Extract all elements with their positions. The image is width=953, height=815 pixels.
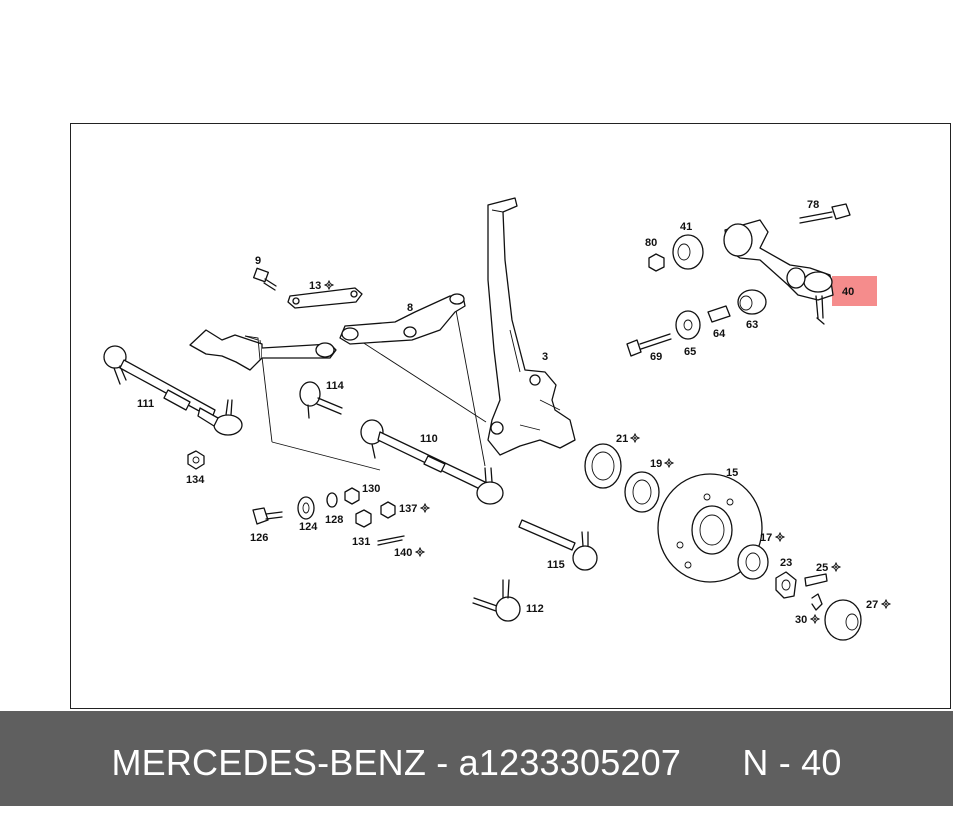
label-30: 30 [795,614,807,626]
plate[interactable] [287,287,363,309]
pinwheel-star-icon [420,503,430,513]
label-63: 63 [746,319,758,331]
footer-bar [0,711,953,806]
label-110: 110 [420,433,438,445]
label-69: 69 [650,351,662,363]
label-111: 111 [137,398,154,410]
steering-arm[interactable] [339,293,466,345]
steering-knuckle[interactable] [487,197,576,456]
label-3: 3 [542,351,548,363]
label-126: 126 [250,532,268,544]
footer-part-number: a1233305207 [458,742,682,783]
hub-cap-27[interactable] [824,599,862,641]
label-78: 78 [807,199,819,211]
label-15: 15 [726,467,738,479]
wheel-hub-15[interactable] [657,473,763,583]
pinwheel-star-icon [775,532,785,542]
label-134: 134 [186,474,205,486]
small-hardware[interactable] [252,487,405,546]
bushing-63[interactable] [737,289,767,315]
tie-rod-110[interactable] [360,419,504,505]
label-137: 137 [399,503,417,515]
pinwheel-star-icon [810,614,820,624]
label-115: 115 [547,559,565,571]
pinwheel-star-icon [415,547,425,557]
label-25: 25 [816,562,828,574]
footer-caption: MERCEDES-BENZ - a1233305207 N - 40 [0,711,953,806]
label-124: 124 [299,521,318,533]
footer-gap [681,742,742,783]
label-40: 40 [842,286,854,298]
callout-labels: 9 13 8 3 111 114 110 134 130 137 126 124… [137,199,891,626]
label-131: 131 [352,536,370,548]
label-130: 130 [362,483,380,495]
label-8: 8 [407,302,413,314]
control-arm-40[interactable] [723,219,834,325]
idler-arm[interactable] [189,329,337,371]
highlight-box[interactable] [832,276,877,306]
label-41: 41 [680,221,692,233]
label-13: 13 [309,280,321,292]
footer-position: N - 40 [742,742,842,783]
bearing-17[interactable] [737,544,769,580]
ball-joint-112[interactable] [472,579,521,622]
bushing-41[interactable] [672,234,704,270]
clip-30[interactable] [811,593,823,611]
label-9: 9 [255,255,261,267]
bearing-19[interactable] [624,471,660,513]
footer-brand: MERCEDES-BENZ [111,742,427,783]
footer-separator: - [426,742,459,783]
clamp-nut-23[interactable] [775,571,797,599]
parts-diagram: 9 13 8 3 111 114 110 134 130 137 126 124… [103,197,891,641]
label-17: 17 [760,532,772,544]
label-21: 21 [616,433,628,445]
label-64: 64 [713,328,726,340]
screw-25[interactable] [804,573,828,587]
washer-65[interactable] [675,310,701,340]
tie-rod-111[interactable] [103,345,243,436]
ball-joint-115[interactable] [518,519,598,571]
pinwheel-star-icon [881,599,891,609]
bolt-9[interactable] [253,267,277,291]
label-23: 23 [780,557,792,569]
label-80: 80 [645,237,657,249]
ball-joint-114[interactable] [299,381,343,419]
nut-134[interactable] [187,450,205,470]
pinwheel-star-icon [664,458,674,468]
label-114: 114 [326,380,345,392]
pinwheel-star-icon [831,562,841,572]
nut-80[interactable] [648,253,665,272]
label-140: 140 [394,547,412,559]
bolt-78[interactable] [799,203,851,224]
label-27: 27 [866,599,878,611]
label-128: 128 [325,514,343,526]
label-19: 19 [650,458,662,470]
seal-21[interactable] [584,443,622,489]
label-65: 65 [684,346,696,358]
pinwheel-star-icon [324,280,334,290]
label-112: 112 [526,603,544,615]
sleeve-64[interactable] [707,305,731,323]
pinwheel-star-icon [630,433,640,443]
bolt-69[interactable] [626,333,672,357]
